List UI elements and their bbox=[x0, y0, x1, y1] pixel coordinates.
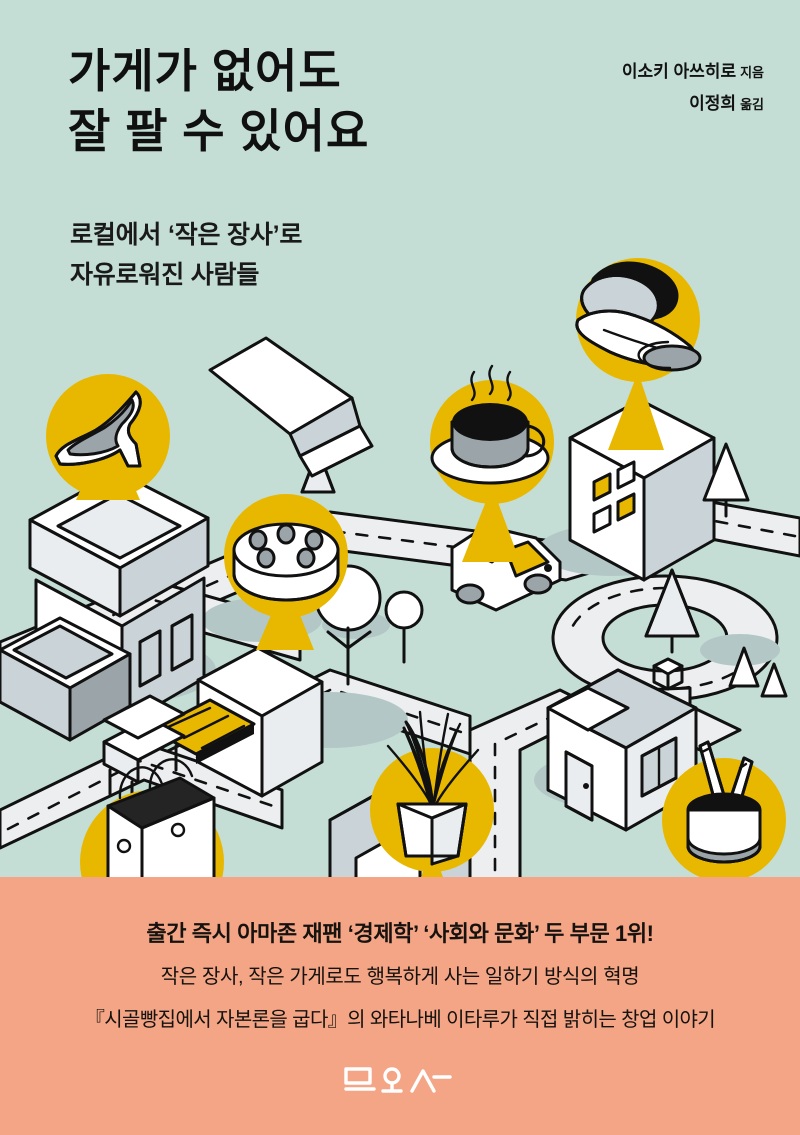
conifer-tree bbox=[728, 646, 788, 698]
promo-headline: 출간 즉시 아마존 재팬 ‘경제학’ ‘사회와 문화’ 두 부문 1위! bbox=[146, 921, 654, 946]
shopping-bag bbox=[80, 758, 224, 880]
subtitle: 로컬에서 ‘작은 장사’로 자유로워진 사람들 bbox=[70, 221, 303, 289]
translator-name: 이정희 bbox=[689, 94, 737, 114]
author-name: 이소키 아쓰히로 bbox=[621, 62, 737, 81]
pencil-cup-icon bbox=[686, 740, 762, 864]
plant-pin bbox=[370, 710, 494, 880]
cake-icon bbox=[232, 522, 340, 602]
coffee-pin bbox=[430, 364, 554, 562]
author-role: 지음 bbox=[740, 65, 764, 80]
massage-hands-icon bbox=[575, 261, 702, 372]
shoe-pin bbox=[46, 374, 170, 500]
conifer-tree bbox=[702, 442, 750, 518]
cake-pin bbox=[224, 494, 348, 650]
publisher-logo bbox=[0, 1062, 800, 1103]
high-heel-shoe-icon bbox=[54, 390, 142, 468]
conifer-tree bbox=[644, 568, 700, 654]
promo-band: 출간 즉시 아마존 재팬 ‘경제학’ ‘사회와 문화’ 두 부문 1위! 작은 … bbox=[0, 877, 800, 1135]
promo-line-2: 작은 장사, 작은 가게로도 행복하게 사는 일하기 방식의 혁명 bbox=[160, 966, 640, 988]
pencil-pin bbox=[662, 740, 786, 880]
cover-illustration: .ln{fill:none;stroke:#111;stroke-width:3… bbox=[0, 250, 800, 880]
potted-plant-icon bbox=[386, 710, 480, 866]
hand-pin bbox=[575, 258, 702, 450]
coffee-cup-icon bbox=[430, 364, 550, 485]
promo-line-3: 『시골빵집에서 자본론을 굽다』의 와타나베 이타루가 직접 밝히는 창업 이야… bbox=[84, 1009, 716, 1031]
shop-building bbox=[0, 470, 210, 742]
page-title: 가게가 없어도 잘 팔 수 있어요 bbox=[68, 45, 370, 157]
translator-role: 옮김 bbox=[740, 97, 764, 113]
